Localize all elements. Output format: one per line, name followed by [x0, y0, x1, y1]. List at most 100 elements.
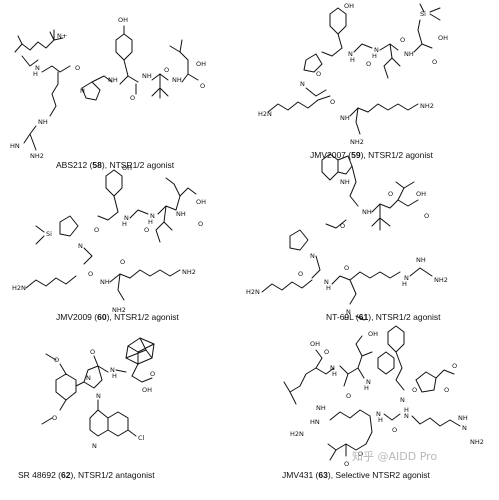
svg-text:O: O — [432, 58, 437, 66]
svg-text:N: N — [150, 212, 155, 220]
svg-text:O: O — [346, 392, 351, 400]
svg-text:OH: OH — [142, 386, 152, 394]
svg-text:Cl: Cl — [138, 434, 145, 442]
svg-text:O: O — [94, 226, 99, 234]
svg-text:N: N — [92, 442, 97, 450]
svg-text:NH2: NH2 — [434, 276, 448, 284]
structure-jmv2007: OH H N O N H O NH Si OH O N O — [258, 2, 448, 146]
svg-text:NH: NH — [108, 76, 118, 84]
svg-text:H2N: H2N — [246, 288, 260, 296]
svg-text:N: N — [80, 87, 85, 95]
svg-text:H: H — [404, 406, 409, 414]
svg-text:H2N: H2N — [290, 430, 304, 438]
svg-text:O: O — [366, 60, 371, 68]
svg-text:N: N — [330, 364, 335, 372]
svg-text:OH: OH — [416, 190, 426, 198]
svg-text:OH: OH — [438, 34, 448, 42]
structure-sr48692: OH O H N O N N O O N — [41, 337, 155, 450]
watermark: 知乎 @AIDD Pro — [352, 450, 438, 463]
svg-text:NH: NH — [416, 256, 426, 264]
svg-text:NH: NH — [38, 118, 48, 126]
svg-text:O: O — [130, 94, 135, 102]
svg-text:O: O — [344, 460, 349, 468]
svg-text:H: H — [332, 370, 337, 378]
svg-text:O: O — [392, 426, 397, 434]
svg-text:O: O — [164, 66, 169, 74]
svg-text:O: O — [412, 386, 417, 394]
svg-text:O: O — [452, 362, 457, 370]
svg-text:N: N — [310, 252, 315, 260]
svg-text:O: O — [120, 258, 125, 266]
caption-nt69l: NT-69L (61), NTSR1/2 agonist — [326, 312, 441, 322]
svg-text:O: O — [344, 264, 349, 272]
svg-text:O: O — [54, 356, 59, 364]
svg-text:H: H — [402, 280, 407, 288]
svg-text:OH: OH — [196, 198, 206, 206]
caption-jmv431: JMV431 (63), Selective NTSR2 agonist — [282, 470, 430, 480]
svg-text:H: H — [122, 220, 127, 228]
structure-jmv2009: OH O N H O N H NH OH O Si N O — [12, 164, 206, 314]
structure-jmv431: OH O H N O H N OH N O — [283, 325, 484, 468]
svg-text:NH: NH — [340, 114, 350, 122]
svg-text:Si: Si — [46, 230, 52, 238]
svg-text:N: N — [404, 412, 409, 420]
svg-text:H2N: H2N — [12, 284, 26, 292]
svg-text:N+: N+ — [57, 32, 67, 40]
svg-text:O: O — [424, 212, 429, 220]
svg-text:O: O — [150, 370, 155, 378]
svg-text:NH: NH — [100, 278, 110, 286]
svg-text:NH: NH — [176, 210, 186, 218]
svg-text:N: N — [110, 366, 115, 374]
structure-abs212: N+ H N NH HN NH2 O N NH OH — [10, 16, 206, 160]
svg-text:OH: OH — [118, 16, 128, 24]
svg-text:O: O — [358, 450, 363, 458]
svg-text:N: N — [86, 374, 91, 382]
svg-text:O: O — [200, 82, 205, 90]
svg-text:H: H — [326, 284, 331, 292]
svg-text:H: H — [378, 416, 383, 424]
caption-jmv2009: JMV2009 (60), NTSR1/2 agonist — [56, 312, 179, 322]
svg-text:H: H — [33, 70, 38, 78]
svg-text:HN: HN — [310, 418, 320, 426]
svg-text:O: O — [198, 220, 203, 228]
svg-text:N: N — [376, 410, 381, 418]
svg-text:H: H — [148, 218, 153, 226]
svg-text:N: N — [374, 46, 379, 54]
svg-text:NH2: NH2 — [350, 138, 364, 146]
svg-text:N: N — [348, 50, 353, 58]
svg-text:N: N — [300, 80, 305, 88]
svg-text:O: O — [52, 414, 57, 422]
svg-text:N: N — [462, 424, 467, 432]
svg-text:Si: Si — [420, 10, 426, 18]
svg-text:OH: OH — [310, 340, 320, 348]
svg-text:NH: NH — [316, 404, 326, 412]
svg-text:N: N — [124, 214, 129, 222]
svg-text:O: O — [330, 98, 335, 106]
svg-text:O: O — [316, 70, 321, 78]
svg-text:NH: NH — [362, 208, 372, 216]
svg-text:N: N — [324, 278, 329, 286]
svg-text:NH2: NH2 — [30, 152, 44, 160]
svg-text:O: O — [298, 270, 303, 278]
svg-text:O: O — [88, 270, 93, 278]
svg-text:NH2: NH2 — [470, 438, 484, 446]
svg-text:N: N — [404, 274, 409, 282]
svg-text:NH: NH — [172, 76, 182, 84]
svg-text:NH2: NH2 — [182, 268, 196, 276]
svg-text:NH2: NH2 — [420, 102, 434, 110]
svg-text:O: O — [400, 36, 405, 44]
svg-text:NH: NH — [458, 414, 468, 422]
structure-nt69l: NH NH OH O O O N O H2N H N — [246, 153, 448, 322]
caption-sr48692: SR 48692 (62), NTSR1/2 antagonist — [18, 470, 155, 480]
svg-text:O: O — [324, 348, 329, 356]
svg-text:N: N — [78, 242, 83, 250]
caption-jmv2007: JMV2007 (59), NTSR1/2 agonist — [310, 150, 433, 160]
svg-text:OH: OH — [122, 164, 132, 172]
svg-text:NH: NH — [404, 50, 414, 58]
svg-text:HN: HN — [10, 142, 20, 150]
svg-text:H: H — [372, 52, 377, 60]
svg-text:O: O — [75, 64, 80, 72]
svg-text:O: O — [444, 386, 449, 394]
svg-text:OH: OH — [196, 60, 206, 68]
